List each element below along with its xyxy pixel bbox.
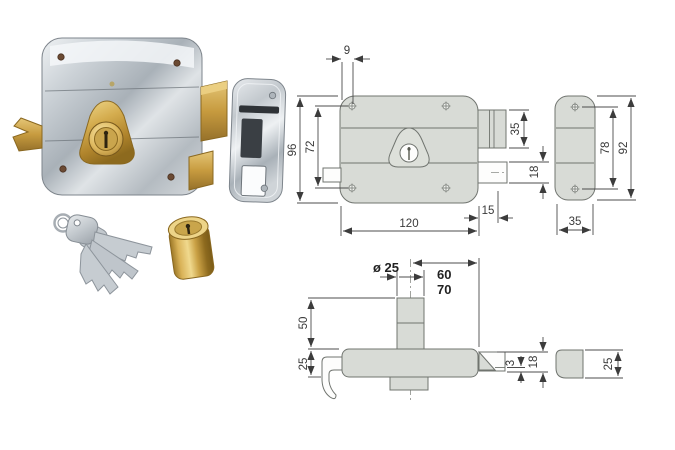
dim-body-depth: 25 (298, 351, 321, 378)
svg-text:96: 96 (287, 144, 299, 157)
chrome-highlight (50, 40, 194, 68)
dim-strike-total-height: 92 (597, 95, 636, 201)
spare-cylinder-photo (167, 216, 215, 280)
dim-screw-offset: 9 (326, 45, 370, 104)
button-front (322, 167, 342, 183)
svg-text:18: 18 (529, 166, 541, 179)
dim-body-width: 120 (340, 206, 480, 236)
svg-text:25: 25 (298, 358, 310, 371)
svg-text:70: 70 (437, 282, 451, 297)
strike-upper-window (240, 118, 263, 159)
svg-text:60: 60 (437, 267, 451, 282)
top-view-drawing: ø 25 60 70 50 25 3 (298, 258, 548, 401)
svg-text:92: 92 (618, 142, 630, 155)
strike-plate-photo (228, 78, 287, 203)
dim-strike-width: 35 (556, 204, 594, 235)
svg-text:120: 120 (399, 218, 418, 230)
dim-latch-height: 18 (509, 146, 549, 199)
dim-lip-thickness: 3 (505, 356, 525, 383)
stub-top (389, 376, 429, 391)
svg-text:78: 78 (600, 142, 612, 155)
dim-cylinder-diameter: ø 25 (373, 260, 425, 296)
svg-text:35: 35 (569, 216, 582, 228)
svg-text:50: 50 (298, 317, 310, 330)
dim-cylinder-height: 35 (509, 109, 529, 149)
dim-cylinder-length: 50 (298, 297, 395, 350)
strike-front-drawing: 78 92 35 (554, 95, 636, 235)
dim-latch-offset: 15 (464, 191, 513, 223)
svg-text:35: 35 (510, 123, 522, 136)
brass-hook-photo (12, 117, 43, 152)
dim-latch-depth: 18 (497, 337, 548, 388)
strike-screws (260, 91, 277, 192)
dim-strike-depth: 25 (585, 349, 623, 379)
strike-top-drawing: 25 (555, 349, 623, 379)
svg-text:72: 72 (305, 141, 317, 154)
indicator-dot (109, 81, 115, 87)
svg-text:3: 3 (505, 360, 517, 366)
screw-symbols-front (347, 101, 451, 193)
svg-text:ø 25: ø 25 (373, 260, 399, 275)
escutcheon-front (388, 127, 430, 168)
latch-bevel (478, 350, 497, 371)
hook-latch-top (321, 356, 343, 400)
strike-plate-top (555, 349, 584, 379)
product-photo (12, 37, 287, 295)
front-view-drawing: 9 96 72 35 18 120 (287, 45, 549, 236)
svg-text:9: 9 (344, 45, 350, 57)
dim-strike-screw-spacing: 78 (582, 106, 618, 190)
brass-escutcheon-photo (79, 100, 135, 165)
svg-text:15: 15 (482, 205, 495, 217)
dim-total-height: 96 (287, 95, 338, 204)
strike-lower-window (240, 165, 267, 197)
cylinder-front (477, 109, 507, 149)
rim-lock-body-photo (12, 37, 228, 196)
screw-symbols-strike (570, 102, 580, 194)
lock-body-top (341, 348, 479, 378)
dim-backset: 60 70 (413, 258, 480, 347)
strike-slit (239, 105, 280, 114)
strike-plate-front (554, 95, 596, 201)
dim-screw-spacing-v: 72 (305, 105, 348, 189)
screw-holes (57, 53, 181, 181)
brass-deadbolt-photo (188, 80, 228, 191)
key-set-photo (53, 213, 153, 295)
cylinder-top (396, 297, 425, 350)
svg-text:18: 18 (528, 356, 540, 369)
svg-text:25: 25 (603, 358, 615, 371)
